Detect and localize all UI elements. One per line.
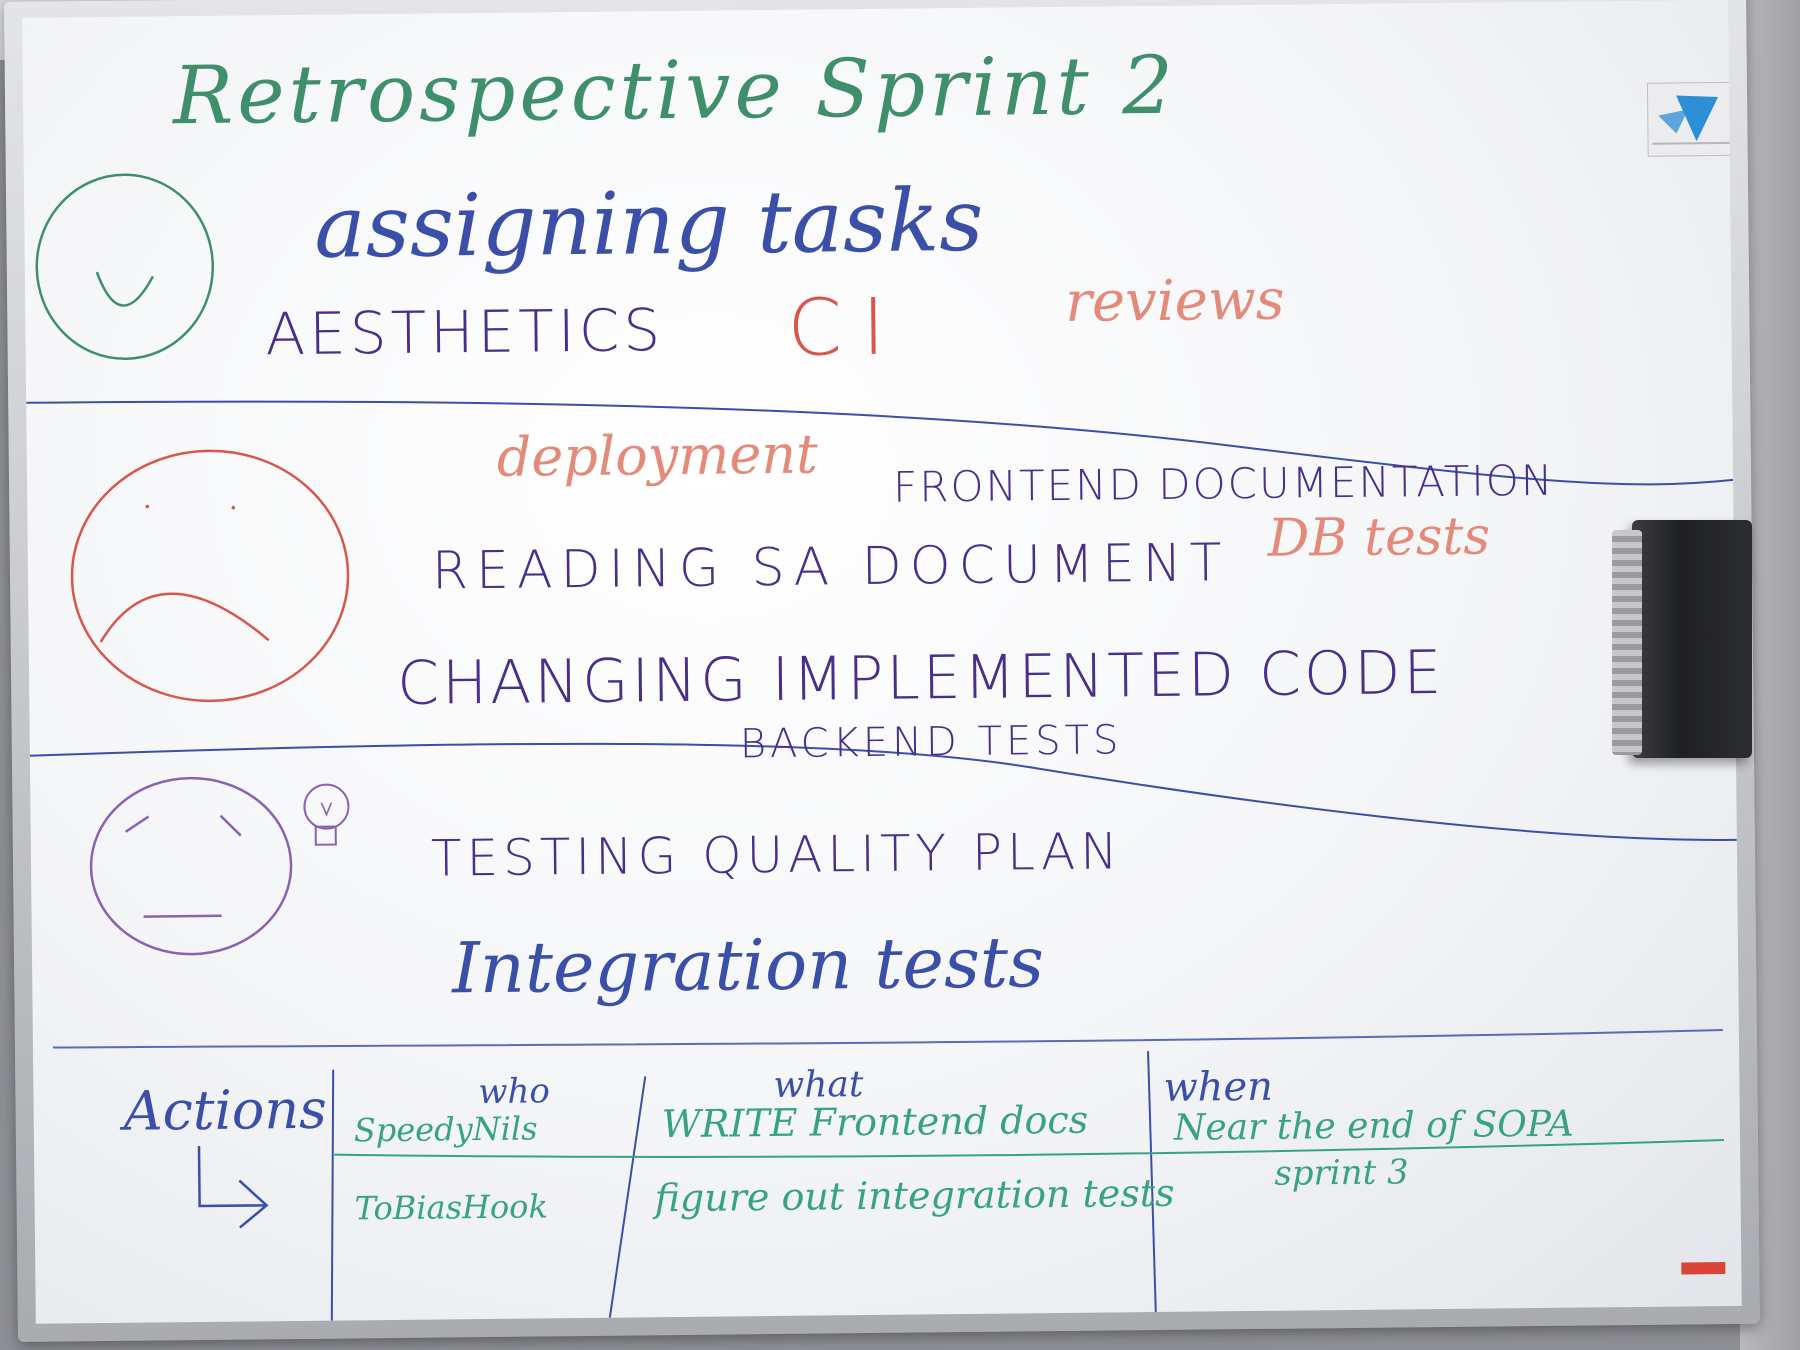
bad-item-backend-tests: BACKEND TESTS — [739, 717, 1123, 768]
divider-line-good-bad — [26, 400, 1734, 486]
sticker-logo-icon — [1652, 95, 1739, 145]
action-row-1-what: WRITE Frontend docs — [661, 1097, 1089, 1147]
idea-item-testing-quality-plan: TESTING QUALITY PLAN — [430, 822, 1123, 888]
whiteboard-frame: Retrospective Sprint 2 assigning tasks A… — [4, 0, 1760, 1342]
brand-tag — [1681, 1262, 1726, 1275]
divider-line-bad-ideas — [29, 742, 1737, 841]
board-title: Retrospective Sprint 2 — [172, 38, 1178, 143]
sticker-logo — [1646, 81, 1742, 157]
actions-label: Actions — [123, 1077, 328, 1143]
bad-item-db-tests: DB tests — [1267, 506, 1491, 569]
actions-header-what: what — [773, 1064, 864, 1107]
bad-item-changing-implemented-code: CHANGING IMPLEMENTED CODE — [396, 637, 1445, 719]
divider-line-ideas-actions — [52, 1029, 1723, 1049]
neutral-face-icon — [89, 776, 293, 956]
action-row-2-who: ToBiasHook — [354, 1187, 549, 1228]
action-row-1-who: SpeedyNils — [353, 1109, 538, 1150]
good-item-reviews: reviews — [1064, 267, 1285, 335]
action-row-2-when: sprint 3 — [1274, 1152, 1409, 1194]
bad-item-reading-sa-document: READING SA DOCUMENT — [431, 533, 1230, 602]
lightbulb-icon — [303, 783, 350, 846]
good-item-assigning-tasks: assigning tasks — [313, 170, 984, 278]
idea-item-integration-tests: Integration tests — [451, 921, 1045, 1010]
whiteboard-drawings — [26, 173, 1737, 1321]
turn-right-arrow-icon — [197, 1146, 269, 1229]
action-row-1-when: Near the end of SOPA — [1173, 1103, 1574, 1149]
bad-item-frontend-documentation: FRONTEND DOCUMENTATION — [892, 455, 1555, 512]
whiteboard: Retrospective Sprint 2 assigning tasks A… — [22, 0, 1742, 1324]
good-item-ci: CI — [786, 282, 906, 374]
actions-header-when: when — [1163, 1063, 1274, 1111]
happy-face-icon — [35, 173, 215, 360]
actions-header-who: who — [478, 1071, 551, 1113]
good-item-aesthetics: AESTHETICS — [265, 296, 665, 369]
actions-table-grid — [330, 1051, 1725, 1321]
action-row-2-what: figure out integration tests — [654, 1170, 1175, 1221]
whiteboard-eraser[interactable] — [1612, 520, 1752, 758]
bad-item-deployment: deployment — [496, 422, 819, 489]
sad-face-icon — [70, 449, 350, 703]
